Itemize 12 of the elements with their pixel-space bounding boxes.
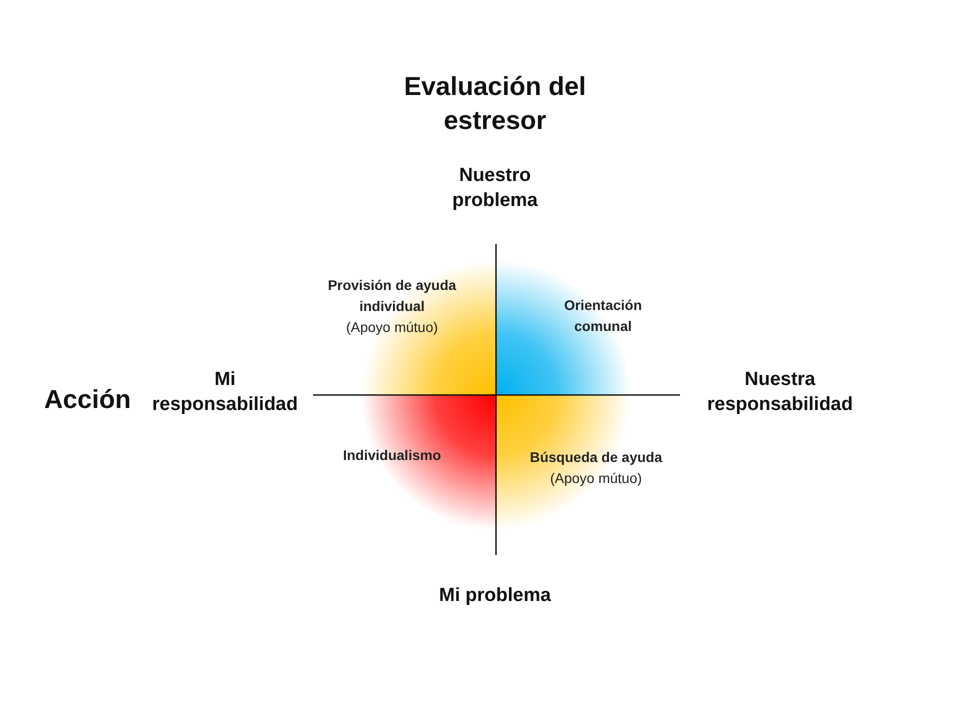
quadrant-heading: Búsqueda de ayuda <box>528 448 664 467</box>
axis-end-label: Nuestro problema <box>451 164 539 213</box>
quadrant-note: (Apoyo mútuo) <box>345 318 439 337</box>
quadrant-heading: Provisión de ayuda individual <box>326 276 458 316</box>
axis-title: Acción <box>43 383 132 416</box>
quadrant-heading: Individualismo <box>342 446 442 465</box>
axis-end-label: Nuestra responsabilidad <box>706 368 854 417</box>
quadrant-heading: Orientación comunal <box>563 296 643 336</box>
quadrant-note: (Apoyo mútuo) <box>549 469 643 488</box>
axis-title: Evaluación del estresor <box>402 70 588 137</box>
axis-end-label: Mi problema <box>438 584 552 608</box>
axis-end-label: Mi responsabilidad <box>151 368 299 417</box>
